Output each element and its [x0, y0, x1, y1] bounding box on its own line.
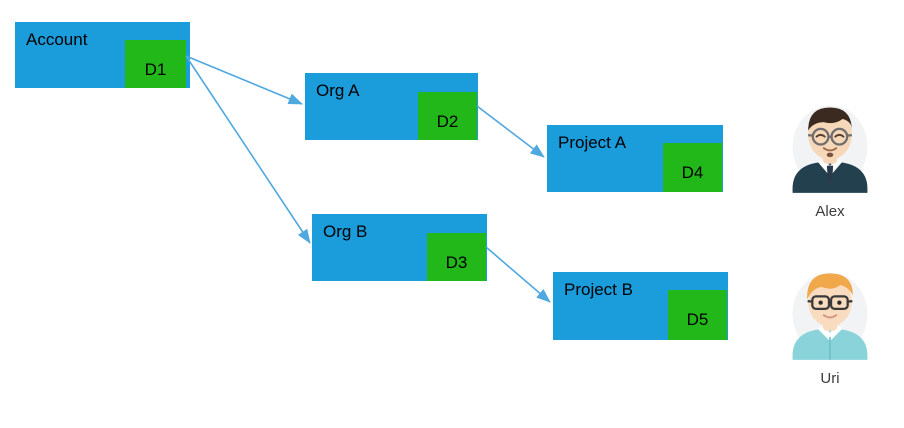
edge-account-to-org-b: [185, 55, 311, 244]
person-uri: Uri: [770, 260, 890, 388]
node-project-b-label: Project B: [564, 280, 633, 299]
node-account-badge[interactable]: D1: [125, 40, 186, 88]
edge-account-to-org-a: [185, 55, 303, 105]
person-uri-name: Uri: [820, 370, 840, 387]
avatar-alex-icon: [792, 105, 868, 193]
node-org-a[interactable]: D2 Org A: [305, 73, 478, 140]
node-org-b-badge-label: D3: [445, 253, 468, 272]
avatar-uri-icon: [792, 272, 868, 360]
node-org-a-badge[interactable]: D2: [418, 92, 477, 140]
node-project-a-badge[interactable]: D4: [663, 143, 722, 192]
node-org-b[interactable]: D3 Org B: [312, 214, 487, 281]
edge-org-b-to-project-b: [485, 246, 551, 303]
node-org-b-badge[interactable]: D3: [427, 233, 486, 281]
node-account[interactable]: D1 Account: [15, 22, 190, 88]
node-org-a-badge-label: D2: [436, 112, 459, 131]
person-alex: Alex: [770, 93, 890, 221]
node-project-b-badge-label: D5: [686, 310, 709, 329]
node-account-label: Account: [26, 30, 88, 49]
node-project-a[interactable]: D4 Project A: [547, 125, 723, 192]
node-project-a-badge-label: D4: [681, 163, 704, 182]
node-project-a-label: Project A: [558, 133, 627, 152]
node-org-b-label: Org B: [323, 222, 368, 241]
node-account-badge-label: D1: [144, 60, 167, 79]
node-project-b-badge[interactable]: D5: [668, 290, 727, 340]
node-project-b[interactable]: D5 Project B: [553, 272, 728, 340]
person-alex-name: Alex: [815, 203, 845, 220]
node-org-a-label: Org A: [316, 81, 360, 100]
edge-org-a-to-project-a: [476, 105, 545, 158]
